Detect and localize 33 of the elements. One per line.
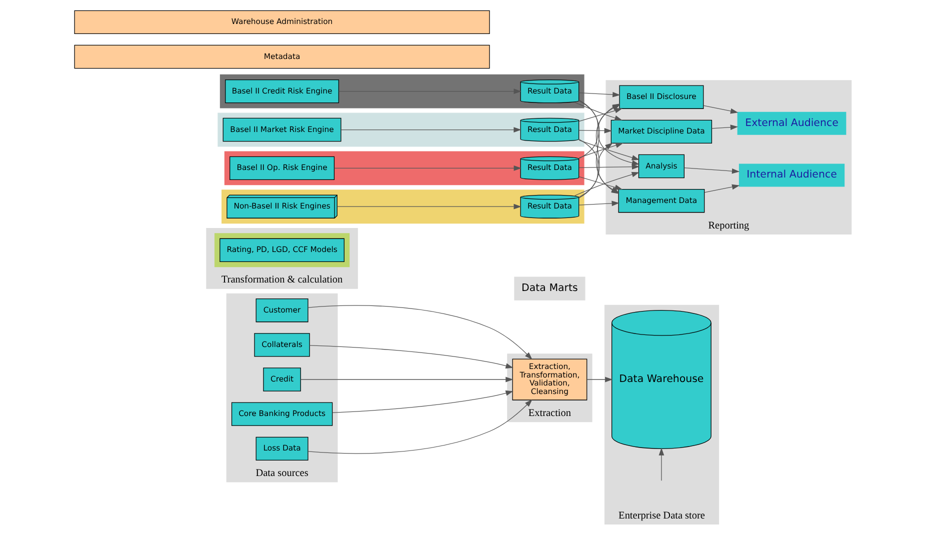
arrow: [309, 345, 514, 368]
arrow: [578, 100, 640, 166]
arrow: [684, 167, 740, 174]
arrow: [704, 184, 740, 193]
cluster: [214, 233, 350, 268]
arrow: [578, 108, 623, 122]
arrow: [300, 376, 514, 382]
node-box: External Audience: [737, 112, 846, 135]
cluster: [218, 112, 584, 147]
arrow: [308, 399, 532, 454]
arrow: [340, 127, 522, 132]
arrow: [711, 124, 738, 130]
arrow: [338, 88, 522, 94]
arrow: [578, 176, 623, 190]
arrow: [578, 142, 624, 158]
arrow: [332, 390, 514, 414]
node-box: Data Marts: [514, 276, 586, 300]
arrow: [308, 305, 532, 360]
arrow: [578, 200, 620, 206]
cluster: [222, 190, 584, 224]
cluster: [224, 151, 584, 186]
arrow: [578, 140, 640, 160]
arrow: [578, 128, 612, 134]
arrow: [578, 92, 620, 98]
node-box: Internal Audience: [738, 164, 845, 187]
cluster: [220, 74, 584, 108]
arrow: [586, 376, 613, 382]
arrow: [578, 164, 640, 170]
arrow: [703, 105, 738, 114]
arrow: [336, 204, 522, 210]
arrow: [578, 142, 613, 198]
arrow: [658, 448, 664, 481]
arrow: [334, 165, 522, 171]
